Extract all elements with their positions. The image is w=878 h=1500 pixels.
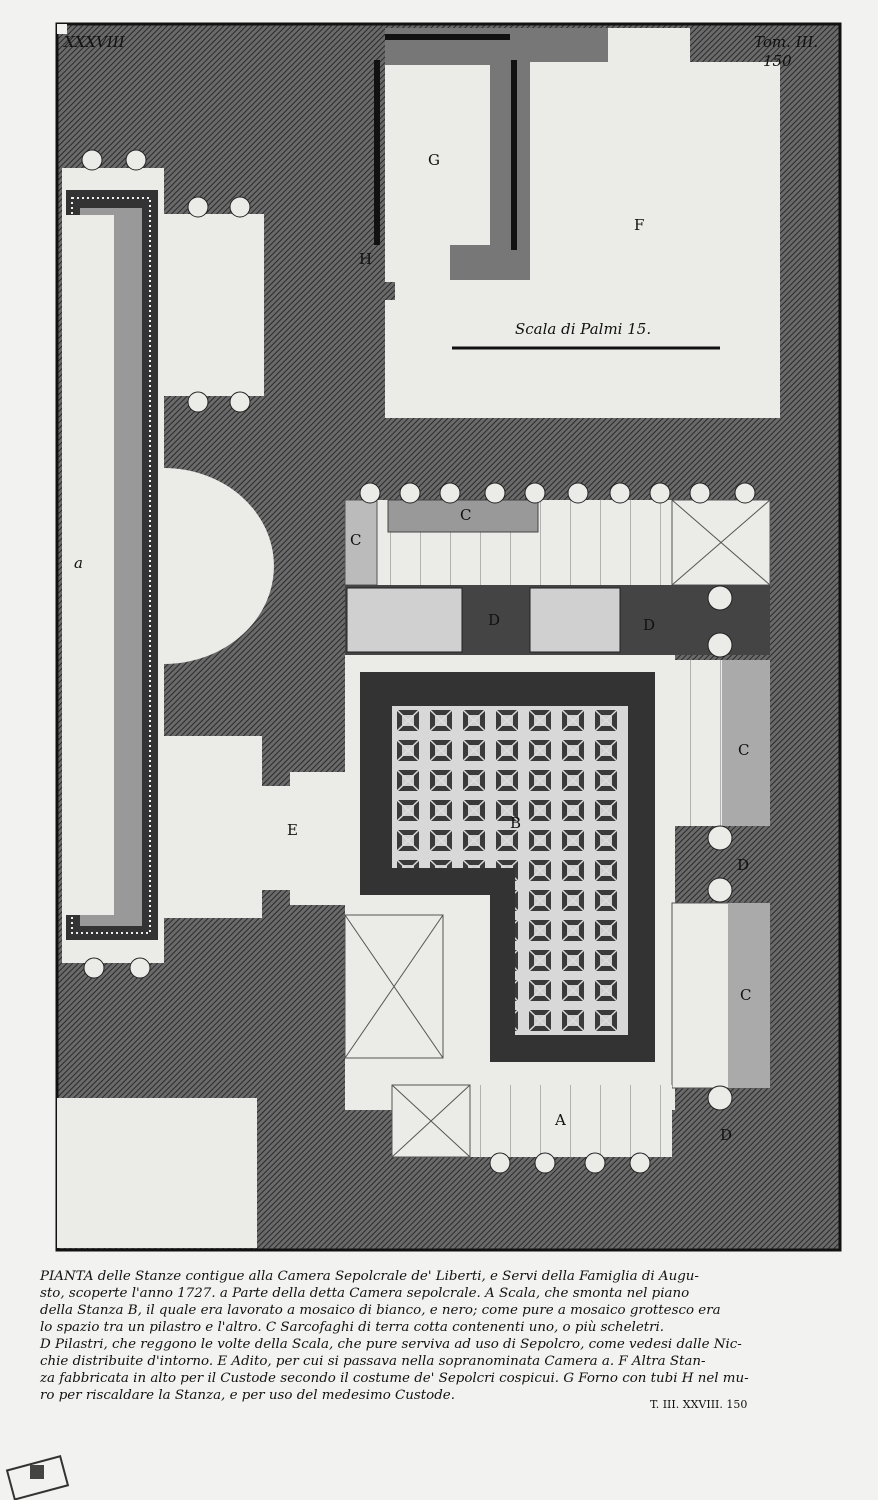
room-b-mosaic <box>392 706 628 1035</box>
caption-line: ro per riscaldare la Stanza, e per uso d… <box>40 1388 455 1403</box>
label-a-lower: a <box>74 554 83 572</box>
page-number: 150 <box>763 52 792 70</box>
pipe-dots <box>374 34 517 250</box>
passage-e <box>262 772 345 905</box>
label-d: D <box>643 616 655 634</box>
plate-number: XXXVIII <box>63 33 126 51</box>
caption-line: PIANTA delle Stanze contigue alla Camera… <box>40 1269 699 1284</box>
grotesque-panel <box>346 587 463 653</box>
label-h: H <box>359 250 372 268</box>
scale-label: Scala di Palmi 15. <box>515 320 651 338</box>
caption-line: lo spazio tra un pilastro e l'altro. C S… <box>40 1320 665 1335</box>
room-a <box>62 215 114 915</box>
caption-line: della Stanza B, il quale era lavorato a … <box>40 1303 721 1318</box>
caption-line: chie distribuite d'intorno. E Adito, per… <box>40 1354 706 1369</box>
label-e: E <box>287 821 298 839</box>
caption-line: D Pilastri, che reggono le volte della S… <box>40 1337 742 1352</box>
label-d: D <box>737 856 749 874</box>
room-g <box>385 65 490 245</box>
label-c: C <box>740 986 751 1004</box>
label-c: C <box>460 506 471 524</box>
label-c: C <box>350 531 361 549</box>
caption-line: za fabbricata in alto per il Custode sec… <box>40 1371 749 1386</box>
grotesque-panel <box>529 587 621 653</box>
plate-reference: T. III. XXVIII. 150 <box>650 1398 748 1411</box>
label-b: B <box>510 814 521 832</box>
caption: PIANTA delle Stanze contigue alla Camera… <box>40 1268 840 1404</box>
label-g: G <box>428 151 440 169</box>
collection-stamp-icon <box>5 1455 70 1500</box>
niches <box>81 149 756 1174</box>
caption-line: sto, scoperte l'anno 1727. a Parte della… <box>40 1286 690 1301</box>
label-a-stair: A <box>554 1111 566 1129</box>
label-f: F <box>634 216 644 234</box>
label-d: D <box>720 1126 732 1144</box>
room-g-wall <box>385 28 608 280</box>
tome-label: Tom. III. <box>754 33 818 51</box>
label-c: C <box>738 741 749 759</box>
label-d: D <box>488 611 500 629</box>
